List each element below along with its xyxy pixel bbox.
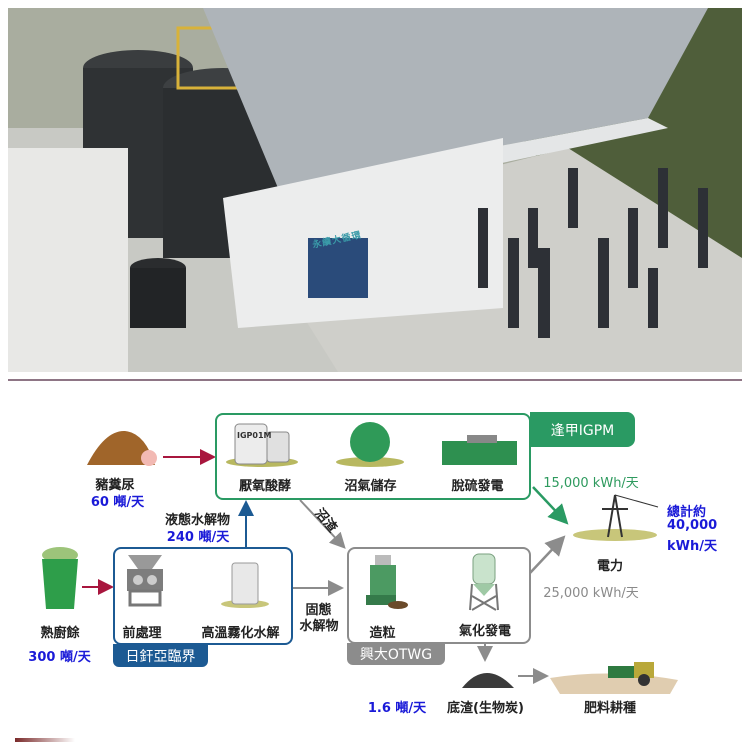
subcritical-step-hydrolysis: 高溫霧化水解 — [201, 626, 280, 641]
residue-amount: 1.6 噸/天 — [367, 701, 427, 716]
igpm-step-power: 脫硫發電 — [451, 479, 504, 494]
pig-manure-amount: 60 噸/天 — [90, 495, 145, 510]
fertilizer-label: 肥料耕種 — [583, 701, 636, 716]
solid-hydrolysate-line1: 固態 — [305, 603, 332, 618]
gasifier-icon — [469, 553, 499, 611]
subcritical-tag: 日釬亞臨界 — [113, 644, 208, 667]
otwg-step-pelletize: 造粒 — [369, 626, 396, 641]
biogas-plant-photo — [8, 8, 742, 372]
hydrolysis-tank-icon — [221, 562, 269, 608]
otwg-tag: 興大OTWG — [347, 643, 445, 665]
liquid-hydrolysate-amount: 240 噸/天 — [166, 530, 230, 545]
igpm-to-power-arrow — [532, 486, 569, 525]
tank-label: IGP01M — [237, 431, 272, 440]
pretreatment-shredder-icon — [127, 555, 163, 607]
otwg-to-power-arrow — [529, 535, 566, 574]
kitchen-waste-label: 熟廚餘 — [40, 626, 80, 641]
divider — [8, 379, 742, 381]
pig-manure-label: 豬糞尿 — [95, 478, 135, 493]
igpm-step-anaerobic: 厭氧酸酵 — [238, 479, 291, 494]
biochar-pile-icon — [462, 673, 514, 688]
kitchen-waste-amount: 300 噸/天 — [28, 650, 91, 665]
igpm-power-output: 15,000 kWh/天 — [543, 476, 639, 491]
next-image-edge — [15, 738, 75, 742]
site-photo — [8, 8, 742, 372]
liquid-hydrolysate-label: 液態水解物 — [164, 513, 230, 528]
subcritical-step-pretreat: 前處理 — [122, 626, 162, 641]
igpm-step-storage: 沼氣儲存 — [344, 479, 397, 494]
biogas-storage-sphere-icon — [336, 422, 404, 467]
pig-manure-icon — [87, 430, 157, 466]
total-line3: kWh/天 — [667, 539, 717, 554]
total-line1: 總計約 — [667, 505, 707, 520]
kitchen-waste-bin-icon — [42, 547, 78, 609]
anaerobic-tank-icon: IGP01M — [226, 423, 298, 467]
solid-hydrolysate-line2: 水解物 — [299, 619, 339, 634]
tractor-field-icon — [550, 662, 678, 694]
power-tower-icon — [573, 494, 659, 541]
generator-icon — [442, 435, 517, 465]
digestate-arrow — [299, 499, 346, 549]
pelletizer-icon — [366, 555, 408, 609]
power-label: 電力 — [596, 559, 623, 574]
otwg-power-output: 25,000 kWh/天 — [543, 586, 639, 601]
residue-label: 底渣(生物炭) — [447, 701, 524, 716]
igpm-tag: 逢甲IGPM — [530, 412, 635, 447]
otwg-step-gasify: 氣化發電 — [458, 624, 511, 639]
total-line2: 40,000 — [667, 518, 718, 533]
